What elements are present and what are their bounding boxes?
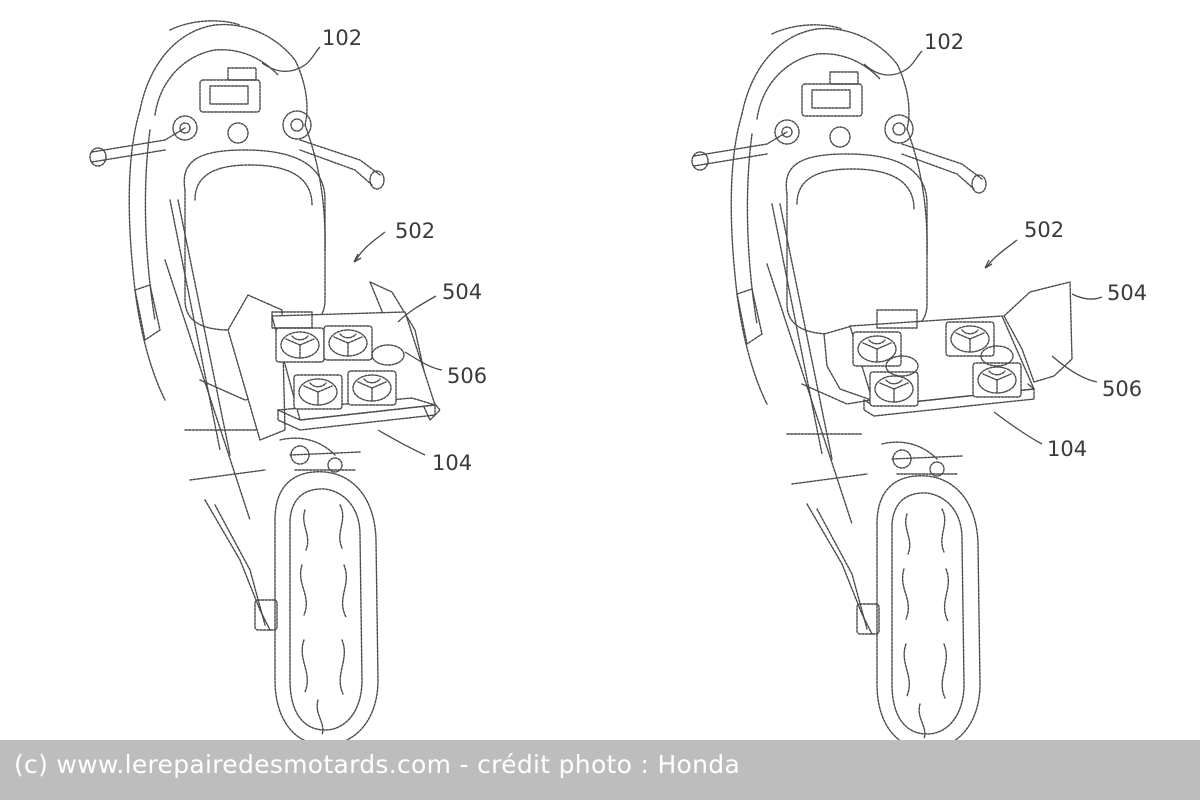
label-front-assembly: 102: [322, 26, 362, 50]
label-drone-unit: 502: [1024, 218, 1064, 242]
label-drone-unit: 502: [395, 219, 435, 243]
label-propeller-module: 506: [447, 364, 487, 388]
figure-left: 102 502 504 506 104: [89, 20, 487, 746]
label-cover-panel: 504: [1107, 281, 1147, 305]
label-propeller-module: 506: [1102, 377, 1142, 401]
label-front-assembly: 102: [924, 30, 964, 54]
figure-right: 102 502 504 506 104: [691, 24, 1147, 750]
drone-unit-left: [227, 281, 441, 441]
label-tail-mount: 104: [432, 451, 472, 475]
label-tail-mount: 104: [1047, 437, 1087, 461]
drone-unit-right: [823, 281, 1073, 417]
watermark-text: (c) www.lerepairedesmotards.com - crédit…: [14, 750, 741, 779]
label-cover-panel: 504: [442, 280, 482, 304]
watermark-band: [0, 740, 1200, 800]
